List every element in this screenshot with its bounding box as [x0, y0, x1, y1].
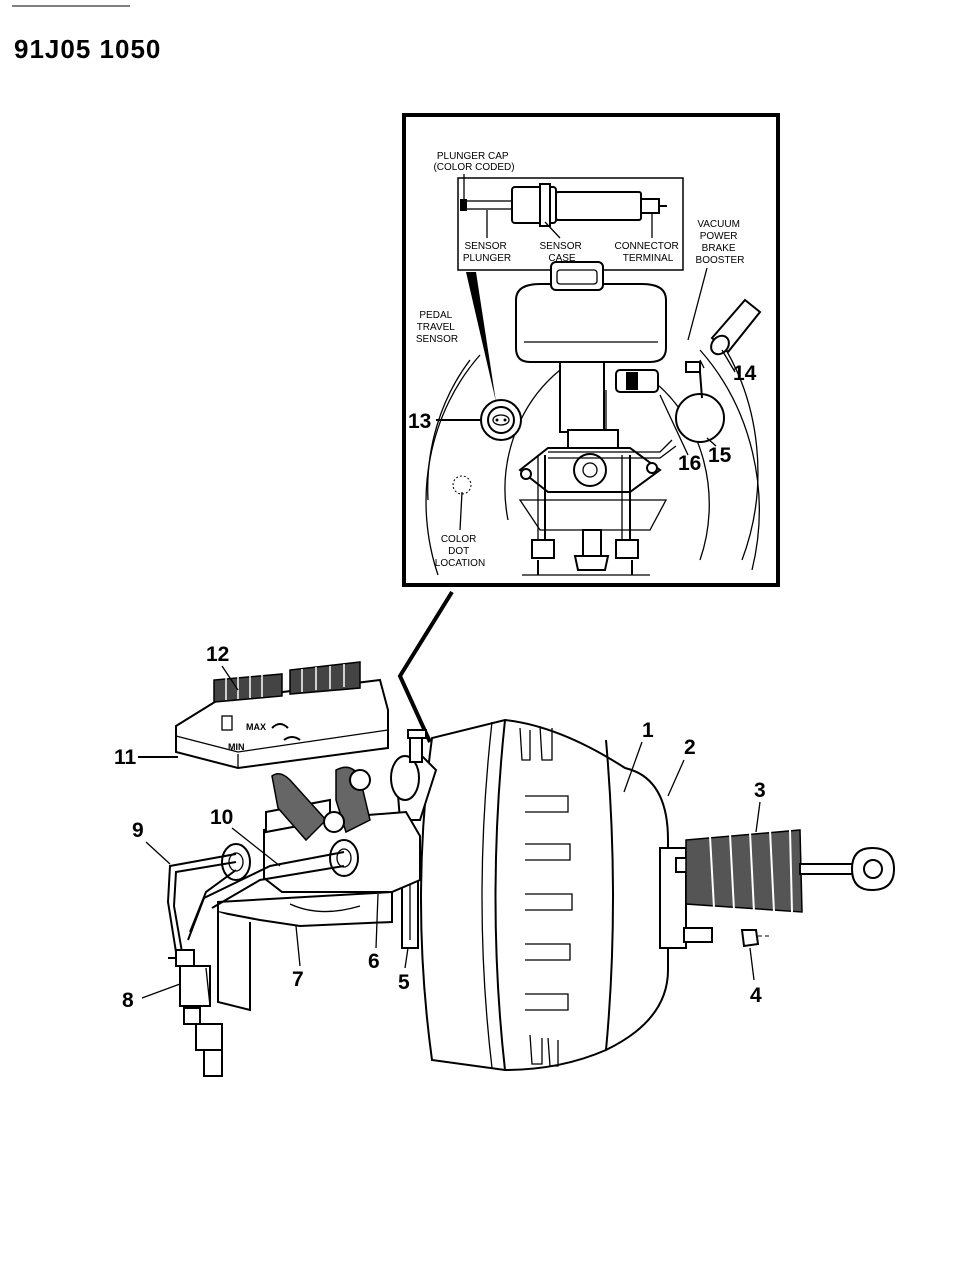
inset-brake-lines	[518, 429, 677, 576]
callout-1: 1	[642, 719, 654, 742]
label-plunger-cap: PLUNGER CAP (COLOR CODED)	[433, 151, 514, 173]
callout-9: 9	[132, 819, 144, 842]
callout-14: 14	[733, 362, 757, 385]
booster-vacuum-grommet	[390, 729, 438, 821]
callout-11: 11	[114, 746, 137, 769]
reservoir-cap	[550, 261, 604, 291]
pushrod	[799, 846, 896, 892]
sensor-body	[555, 191, 642, 221]
main-assembly: MAX MIN 1	[114, 643, 896, 1077]
callout-10: 10	[210, 806, 233, 829]
brake-lines	[166, 851, 345, 953]
callout-12: 12	[206, 643, 229, 666]
reservoir-min-mark: MIN	[228, 742, 245, 752]
label-connector-terminal: CONNECTOR TERMINAL	[614, 241, 681, 264]
callout-16: 16	[678, 452, 701, 475]
power-brake-booster	[420, 718, 896, 1072]
label-sensor-plunger: SENSOR PLUNGER	[463, 241, 511, 264]
master-cylinder	[217, 766, 421, 1012]
callout-4: 4	[750, 984, 762, 1007]
connector-terminal	[640, 198, 660, 214]
callout-5: 5	[398, 971, 410, 994]
callout-3: 3	[754, 779, 766, 802]
brake-fluid-reservoir: MAX MIN	[175, 661, 389, 770]
callout-15: 15	[708, 444, 732, 467]
inset-leader	[397, 590, 454, 743]
callout-8: 8	[122, 989, 134, 1012]
sensor-flange	[539, 183, 551, 227]
vacuum-check-valve	[675, 359, 725, 443]
color-dot	[452, 475, 472, 495]
label-vacuum-booster: VACUUM POWER BRAKE BOOSTER	[696, 219, 745, 266]
label-sensor-case: SENSOR CASE	[539, 241, 584, 264]
booster-nut	[740, 929, 760, 948]
label-pedal-travel-sensor: PEDAL TRAVEL SENSOR	[416, 310, 458, 345]
reservoir-max-mark: MAX	[246, 722, 266, 732]
reservoir-cap-front	[213, 673, 283, 703]
pedal-travel-sensor	[480, 399, 522, 441]
callout-7: 7	[292, 968, 304, 991]
callout-13: 13	[408, 410, 431, 433]
detail-pointer-wedge	[466, 272, 496, 402]
plunger-cap	[460, 199, 467, 211]
vacuum-hose	[710, 298, 762, 356]
callout-6: 6	[368, 950, 380, 973]
drawing-number: 91J05 1050	[14, 34, 161, 64]
pedal-travel-sensor-exploded	[460, 183, 667, 227]
label-color-dot-location: COLOR DOT LOCATION	[435, 534, 485, 569]
inset-detail: PLUNGER CAP (COLOR CODED) SENSOR PLUNGER…	[402, 113, 780, 587]
proportioning-valve	[168, 949, 223, 1077]
callout-2: 2	[684, 736, 696, 759]
reservoir-cap-rear	[289, 661, 361, 695]
pushrod-boot	[685, 829, 803, 913]
inset-booster-shell	[425, 339, 760, 576]
